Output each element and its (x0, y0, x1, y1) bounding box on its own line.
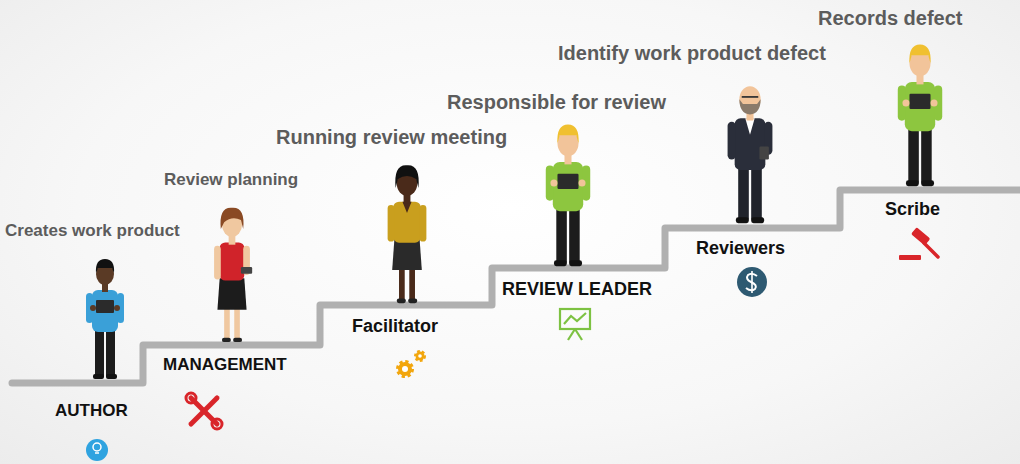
author-figure-part (114, 305, 120, 311)
review-leader-figure-part (554, 260, 567, 266)
facilitator-figure-part (393, 202, 420, 243)
scribe-figure-part (902, 100, 909, 107)
review-leader-figure-part (550, 180, 557, 187)
reviewer-figure (728, 86, 773, 223)
gears-icon-part (416, 352, 425, 361)
gears-icon (398, 352, 425, 377)
dollar-icon-part (751, 271, 753, 293)
scribe-figure-part (905, 82, 935, 131)
bulb-icon (86, 439, 108, 461)
gears-icon-part (402, 366, 408, 372)
facilitator-figure-part (420, 205, 427, 241)
author-figure-part (106, 330, 115, 376)
review-leader-figure-part (553, 162, 583, 211)
review-leader-figure-part (556, 209, 567, 263)
dollar-icon-part (737, 267, 767, 297)
gears-icon-part (398, 362, 412, 376)
board-icon-part (575, 329, 582, 340)
staircase (12, 190, 1020, 383)
board-icon (560, 309, 590, 340)
management-figure-part (214, 246, 221, 280)
scribe-figure-part (921, 129, 932, 183)
reviewer-figure-part (745, 118, 754, 135)
scribe-figure (898, 45, 942, 187)
role-name: REVIEW LEADER (502, 279, 652, 301)
management-figure-part (222, 338, 231, 342)
reviewer-figure-part (742, 96, 759, 98)
gears-icon-part (418, 354, 422, 358)
management-figure-part (224, 307, 230, 338)
facilitator-figure-part (399, 268, 405, 300)
bulb-icon-part (95, 452, 99, 454)
management-figure-part (241, 267, 252, 274)
reviewer-figure-part (751, 217, 764, 223)
bulb-icon-part (86, 439, 108, 461)
gavel-icon-part (899, 255, 921, 260)
review-leader-figure-part (557, 125, 578, 144)
facilitator-figure-part (395, 165, 418, 188)
scribe-figure-part (921, 180, 934, 186)
reviewer-figure-part (751, 165, 762, 219)
dollar-icon (737, 267, 767, 297)
review-leader-figure-part (569, 209, 580, 263)
role-name: Scribe (885, 199, 940, 221)
role-description: Running review meeting (276, 125, 507, 149)
gavel-icon-part (911, 227, 931, 245)
reviewer-figure-part (736, 217, 749, 223)
facilitator-figure-part (408, 299, 417, 304)
author-figure-part (93, 374, 104, 379)
role-description: Records defect (818, 6, 963, 30)
facilitator-figure-part (388, 205, 395, 241)
tools-icon-part (186, 393, 196, 403)
tools-icon (186, 393, 222, 429)
author-figure (86, 259, 124, 379)
scribe-figure-part (909, 94, 930, 109)
author-figure-part (92, 290, 118, 332)
reviewer-figure-part (759, 146, 768, 159)
tools-icon-part (212, 419, 222, 429)
role-name: MANAGEMENT (163, 355, 287, 375)
author-figure-part (90, 305, 96, 311)
scribe-figure-part (931, 100, 938, 107)
management-figure-part (234, 307, 240, 338)
gavel-icon (899, 227, 938, 260)
gavel-icon-part (924, 243, 938, 257)
management-figure-part (220, 208, 243, 229)
reviewer-figure-part (738, 165, 749, 219)
board-icon-part (568, 329, 575, 340)
facilitator-figure-part (392, 238, 422, 270)
facilitator-figure-part (409, 268, 415, 300)
review-leader-figure-part (557, 174, 578, 189)
review-leader-figure-part (579, 180, 586, 187)
review-leader-figure-part (569, 260, 582, 266)
scribe-figure-part (906, 180, 919, 186)
author-figure-part (96, 300, 114, 313)
review-leader-figure (546, 125, 590, 267)
management-figure-part (233, 338, 242, 342)
board-icon-part (560, 309, 590, 329)
reviewer-figure-part (735, 118, 766, 170)
bulb-icon-part (93, 443, 101, 451)
management-figure (214, 208, 252, 342)
role-name: AUTHOR (55, 401, 128, 421)
facilitator-figure-part (397, 299, 406, 304)
management-figure-part (220, 242, 245, 280)
role-name: Reviewers (696, 238, 785, 260)
board-icon-part (564, 313, 586, 324)
author-figure-part (95, 330, 104, 376)
reviewer-figure-part (728, 122, 736, 160)
role-description: Identify work product defect (558, 41, 826, 65)
role-description: Creates work product (5, 221, 180, 241)
reviewer-figure-part (739, 99, 760, 114)
author-figure-part (106, 374, 117, 379)
management-figure-part (217, 278, 246, 309)
facilitator-figure (388, 165, 427, 303)
role-description: Responsible for review (447, 90, 666, 114)
author-figure-part (96, 259, 114, 273)
scribe-figure-part (909, 45, 930, 64)
role-name: Facilitator (352, 316, 438, 338)
scribe-figure-part (908, 129, 919, 183)
role-description: Review planning (164, 170, 298, 190)
